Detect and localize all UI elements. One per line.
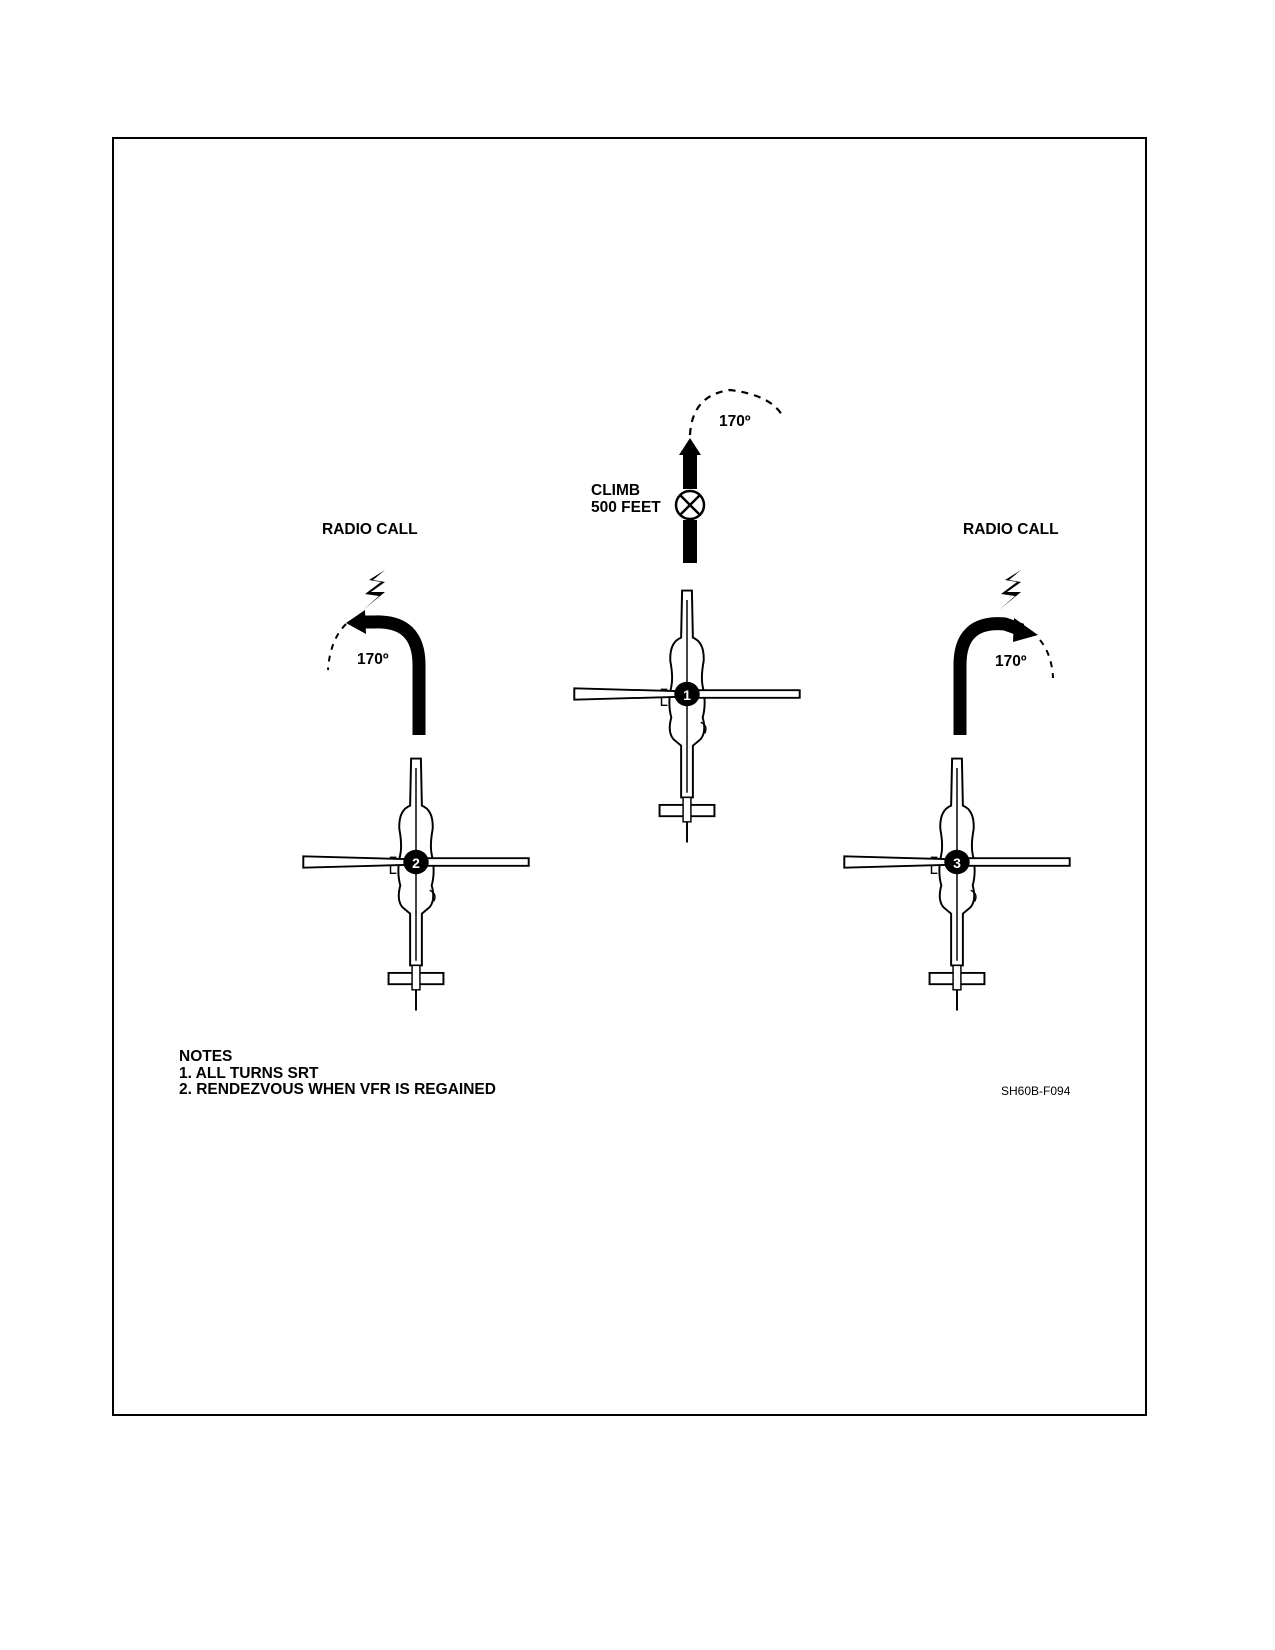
dashed-turn-path xyxy=(327,623,347,671)
angle-label-left: 170º xyxy=(357,651,389,668)
figure-frame xyxy=(112,137,1147,1416)
aircraft-number-3: 3 xyxy=(953,855,961,871)
angle-label-right: 170º xyxy=(995,653,1027,670)
aircraft-number-2: 2 xyxy=(412,855,420,871)
helicopter-icon xyxy=(302,757,530,1012)
climb-arrow xyxy=(679,438,701,563)
notes-heading: NOTES xyxy=(179,1048,233,1065)
angle-label-lead: 170º xyxy=(719,413,751,430)
lightning-icon xyxy=(999,570,1021,610)
figure-id: SH60B-F094 xyxy=(1001,1084,1071,1098)
turn-arrow-icon xyxy=(360,615,426,735)
helicopter-icon xyxy=(843,757,1071,1012)
climb-label: CLIMB 500 FEET xyxy=(591,482,661,516)
dashed-turn-path xyxy=(1039,639,1054,679)
turn-arrow-head xyxy=(346,610,366,634)
climb-label-line2: 500 FEET xyxy=(591,499,661,516)
lightning-icon xyxy=(363,570,385,610)
turn-arrow-icon xyxy=(953,617,1025,735)
radio-call-label-left: RADIO CALL xyxy=(322,521,418,538)
radio-call-label-right: RADIO CALL xyxy=(963,521,1059,538)
notes-item: 2. RENDEZVOUS WHEN VFR IS REGAINED xyxy=(179,1081,496,1098)
turn-arrow-head xyxy=(1013,618,1038,642)
helicopter-icon xyxy=(573,589,801,844)
notes-item: 1. ALL TURNS SRT xyxy=(179,1064,319,1082)
climb-label-line1: CLIMB xyxy=(591,482,641,499)
navaid-cross-icon xyxy=(674,489,706,521)
dashed-turn-path xyxy=(688,388,783,436)
notes-block: NOTES 1. ALL TURNS SRT 2. RENDEZVOUS WHE… xyxy=(179,1048,496,1099)
aircraft-number-1: 1 xyxy=(683,687,691,703)
